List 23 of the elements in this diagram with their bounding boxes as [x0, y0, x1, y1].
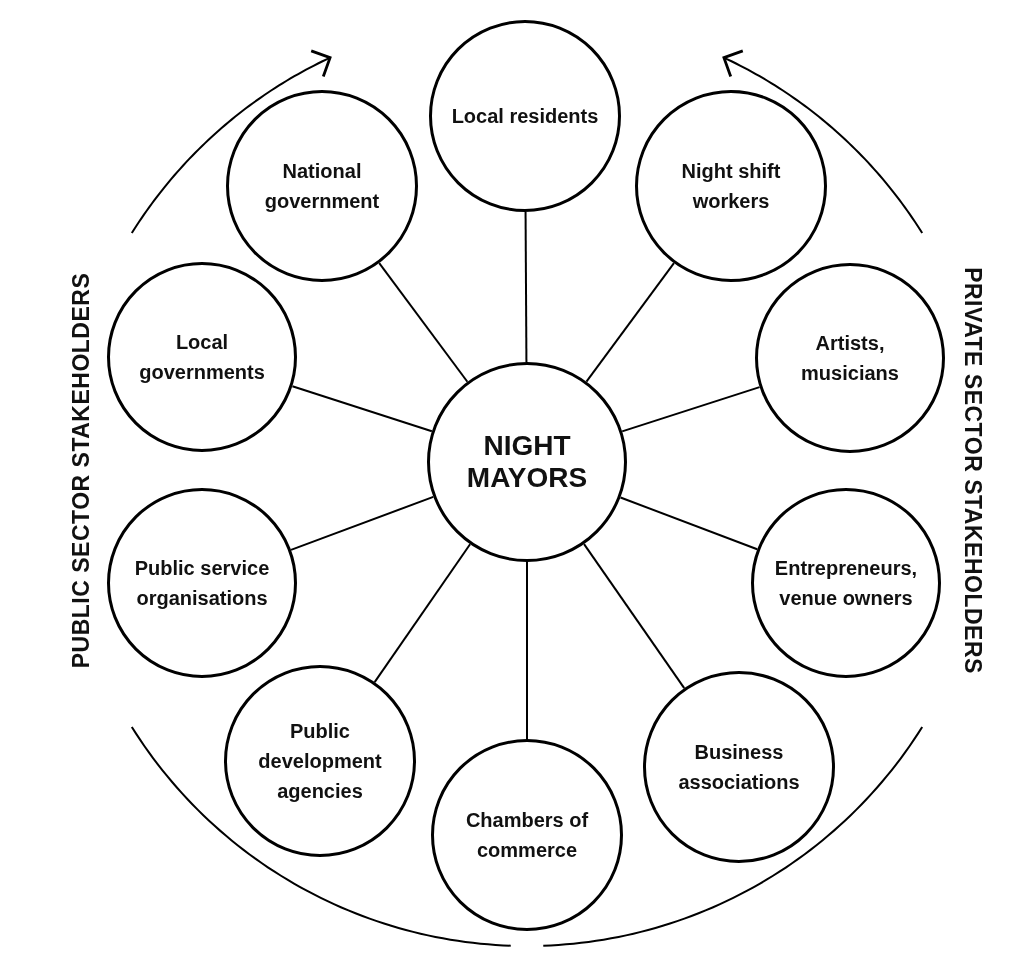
group-label: PUBLIC SECTOR STAKEHOLDERS	[68, 272, 96, 668]
connector-line	[291, 385, 433, 433]
stakeholder-label: Chambers of commerce	[464, 808, 590, 863]
connector-line	[290, 495, 435, 551]
stakeholder-label: Artists, musicians	[800, 331, 900, 386]
stakeholder-label: Public service organisations	[133, 556, 271, 611]
connector-line	[619, 496, 759, 551]
connector-line	[621, 386, 761, 433]
connector-line	[524, 211, 528, 363]
center-title: NIGHT MAYORS	[465, 429, 589, 495]
stakeholder-label: Night shift workers	[680, 159, 782, 214]
connector-line	[585, 262, 675, 383]
connector-line	[583, 543, 686, 690]
connector-line	[373, 543, 472, 684]
group-label: PRIVATE SECTOR STAKEHOLDERS	[958, 266, 986, 674]
stakeholder-label: Public development agencies	[257, 719, 383, 804]
stakeholder-label: Business associations	[677, 740, 801, 795]
connector-line	[526, 561, 528, 740]
stakeholder-label: Local governments	[138, 330, 266, 385]
stakeholder-label: Entrepreneurs, venue owners	[773, 556, 919, 611]
connector-line	[378, 262, 469, 383]
stakeholder-label: Local residents	[450, 104, 600, 129]
stakeholder-label: National government	[263, 159, 381, 214]
